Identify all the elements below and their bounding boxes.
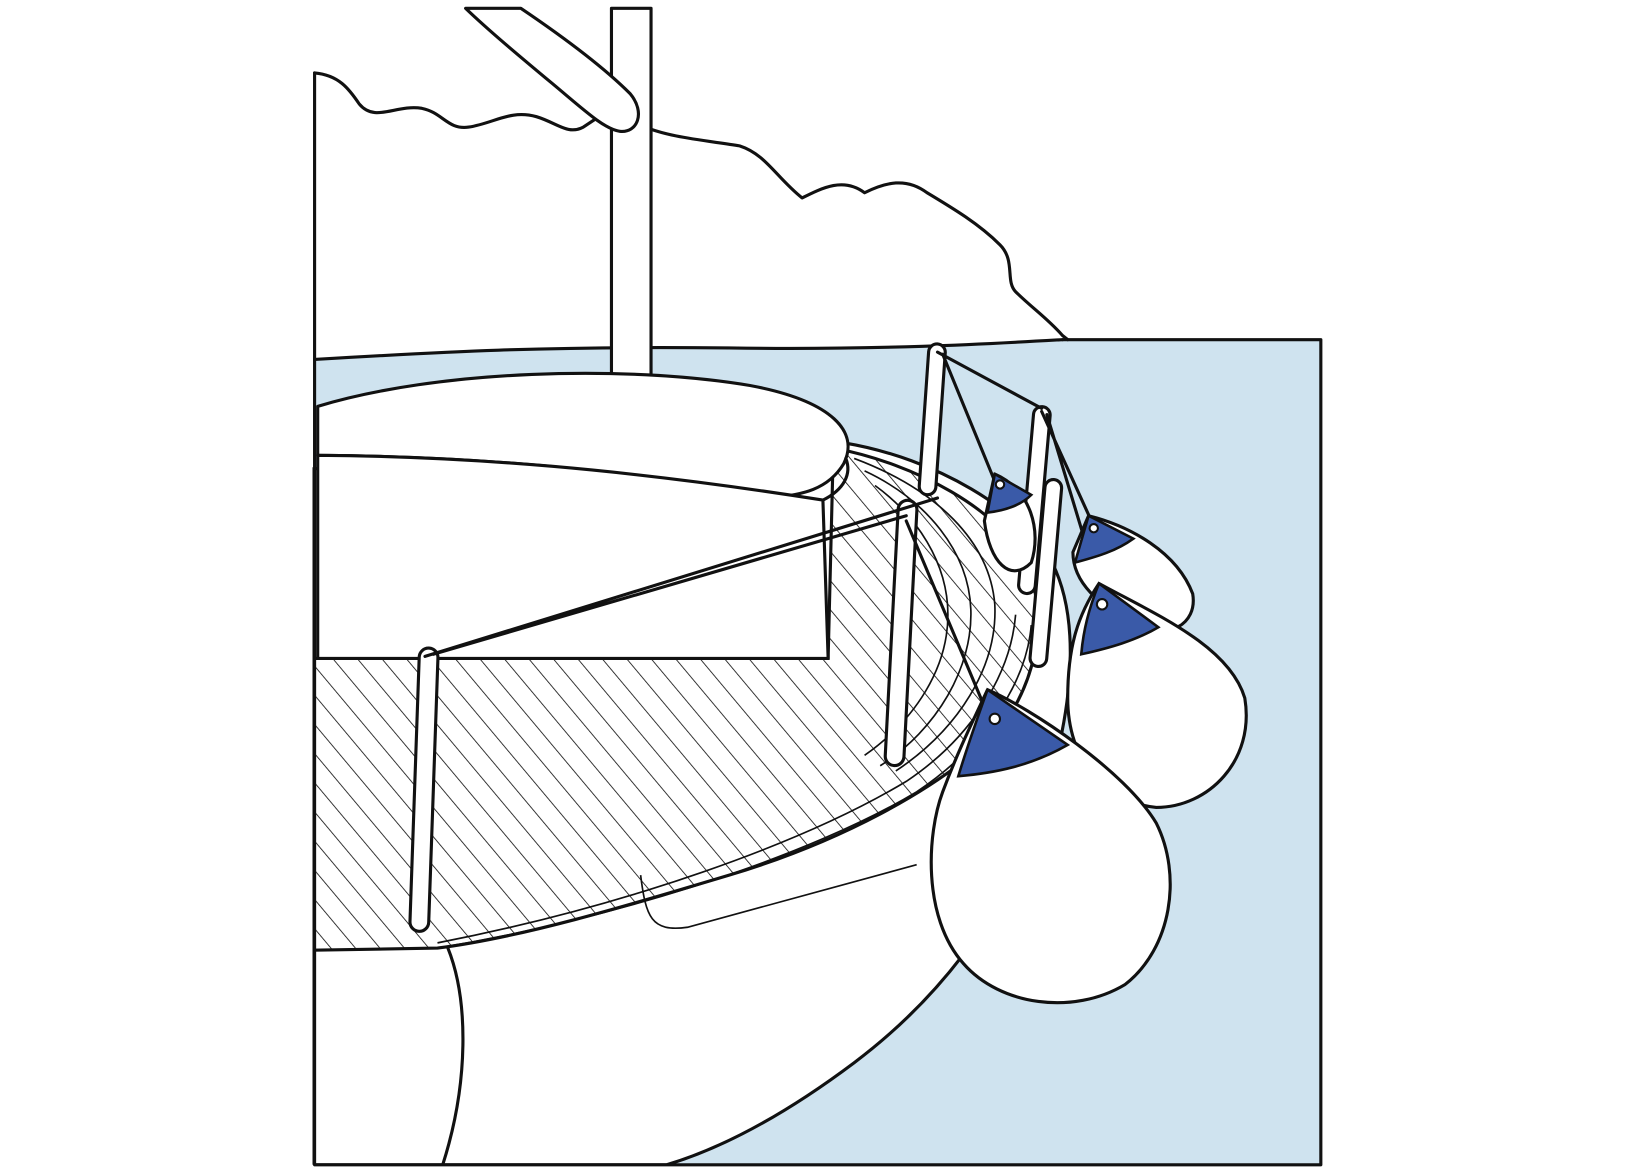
shoreline-trees [313,71,1070,342]
boom [464,6,640,133]
lifelines [423,350,1106,721]
hull-line [441,946,465,1165]
frame-border [313,71,1323,1167]
horizon-line [313,338,1065,362]
fender-middle [1066,581,1248,809]
mast [609,6,653,385]
cabin-side [316,453,830,661]
fender-large [929,687,1172,1005]
fender-small [982,472,1037,573]
